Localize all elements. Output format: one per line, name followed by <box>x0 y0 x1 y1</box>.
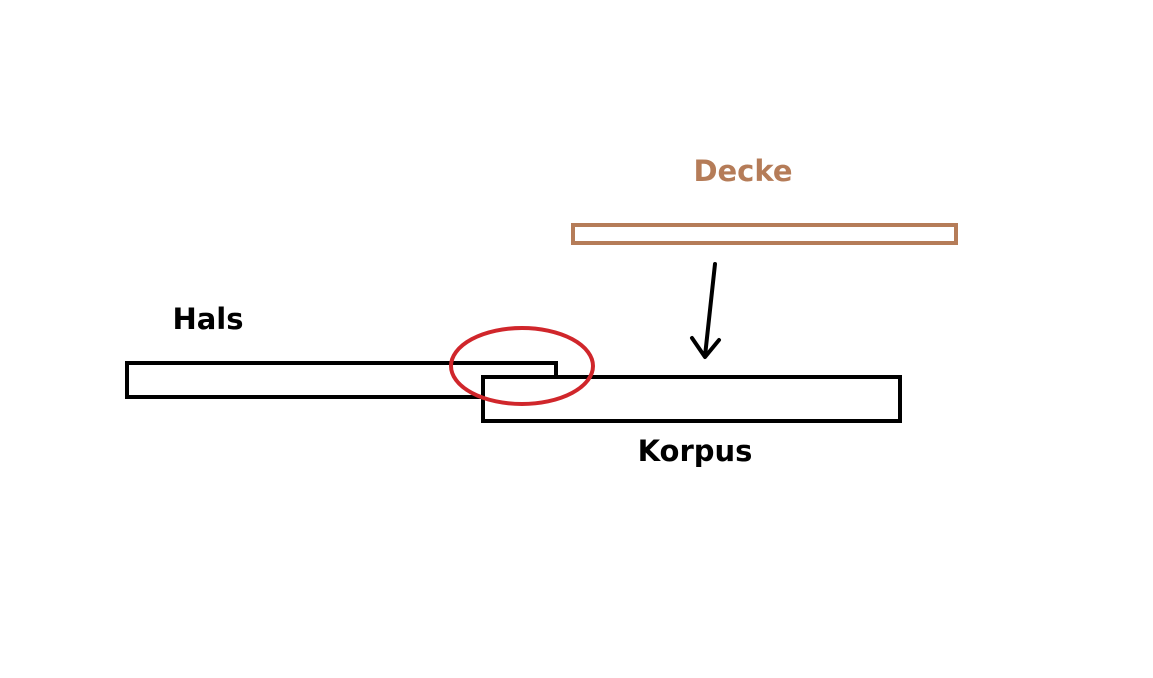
hals-label: Hals <box>172 302 243 336</box>
korpus-bar <box>481 375 902 423</box>
decke-label: Decke <box>693 154 792 188</box>
decke-plate <box>571 223 958 245</box>
korpus-label: Korpus <box>638 434 753 468</box>
joint-highlight-circle <box>449 326 595 406</box>
down-arrow-icon <box>690 262 721 359</box>
